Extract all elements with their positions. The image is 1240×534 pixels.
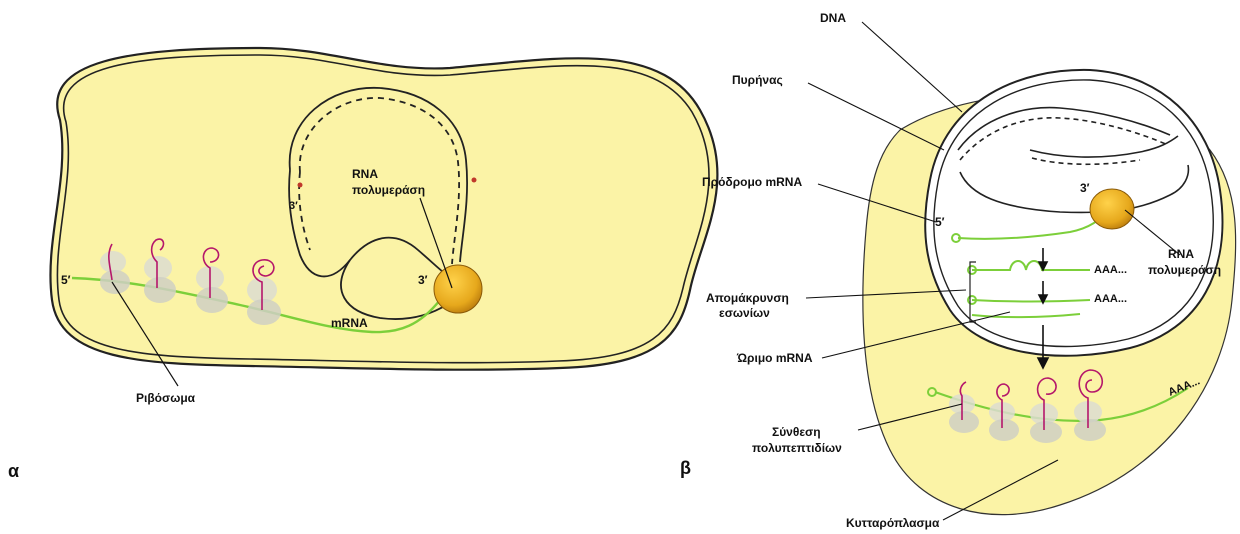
label-mrna-a: mRNA <box>331 316 368 330</box>
panel-letter-b: β <box>680 458 691 478</box>
label-cytoplasm: Κυτταρόπλασμα <box>846 516 940 530</box>
rna-polymerase-a <box>434 265 482 313</box>
label-polya-1: AAA... <box>1094 264 1127 276</box>
label-rna-polymerase-b-2: πολυμεράση <box>1148 263 1221 277</box>
label-rna-polymerase-a-2: πολυμεράση <box>352 183 425 197</box>
label-polya-2: AAA... <box>1094 293 1127 305</box>
label-rna-polymerase-b-1: RNA <box>1168 247 1194 261</box>
prokaryotic-cell <box>50 48 717 370</box>
rna-polymerase-b <box>1090 189 1134 229</box>
label-dna: DNA <box>820 11 846 25</box>
label-intron-removal-1: Απομάκρυνση <box>706 291 789 305</box>
label-rna-polymerase-a-1: RNA <box>352 167 378 181</box>
panel-b: DNA Πυρήνας Πρόδρομο mRNA 5′ 3′ RNA πολυ… <box>680 11 1236 530</box>
dna-marker <box>472 178 477 183</box>
label-polypeptide-1: Σύνθεση <box>772 425 821 439</box>
dna-marker <box>298 183 303 188</box>
label-three-prime-b: 3′ <box>1080 181 1090 195</box>
label-three-prime-left: 3′ <box>289 200 298 212</box>
label-five-prime-a: 5′ <box>61 273 71 287</box>
panel-a: RNA πολυμεράση 3′ 3′ 5′ mRNA Ριβόσωμα α <box>8 48 717 481</box>
label-ribosome: Ριβόσωμα <box>136 391 196 405</box>
label-five-prime-b: 5′ <box>935 215 945 229</box>
label-intron-removal-2: εσωνίων <box>719 306 770 320</box>
label-three-prime-right: 3′ <box>418 273 428 287</box>
label-mature-mrna: Ώριμο mRNA <box>736 351 813 365</box>
label-polypeptide-2: πολυπεπτιδίων <box>752 441 842 455</box>
label-nucleus: Πυρήνας <box>732 73 783 87</box>
panel-letter-a: α <box>8 461 19 481</box>
label-precursor-mrna: Πρόδρομο mRNA <box>702 175 802 189</box>
